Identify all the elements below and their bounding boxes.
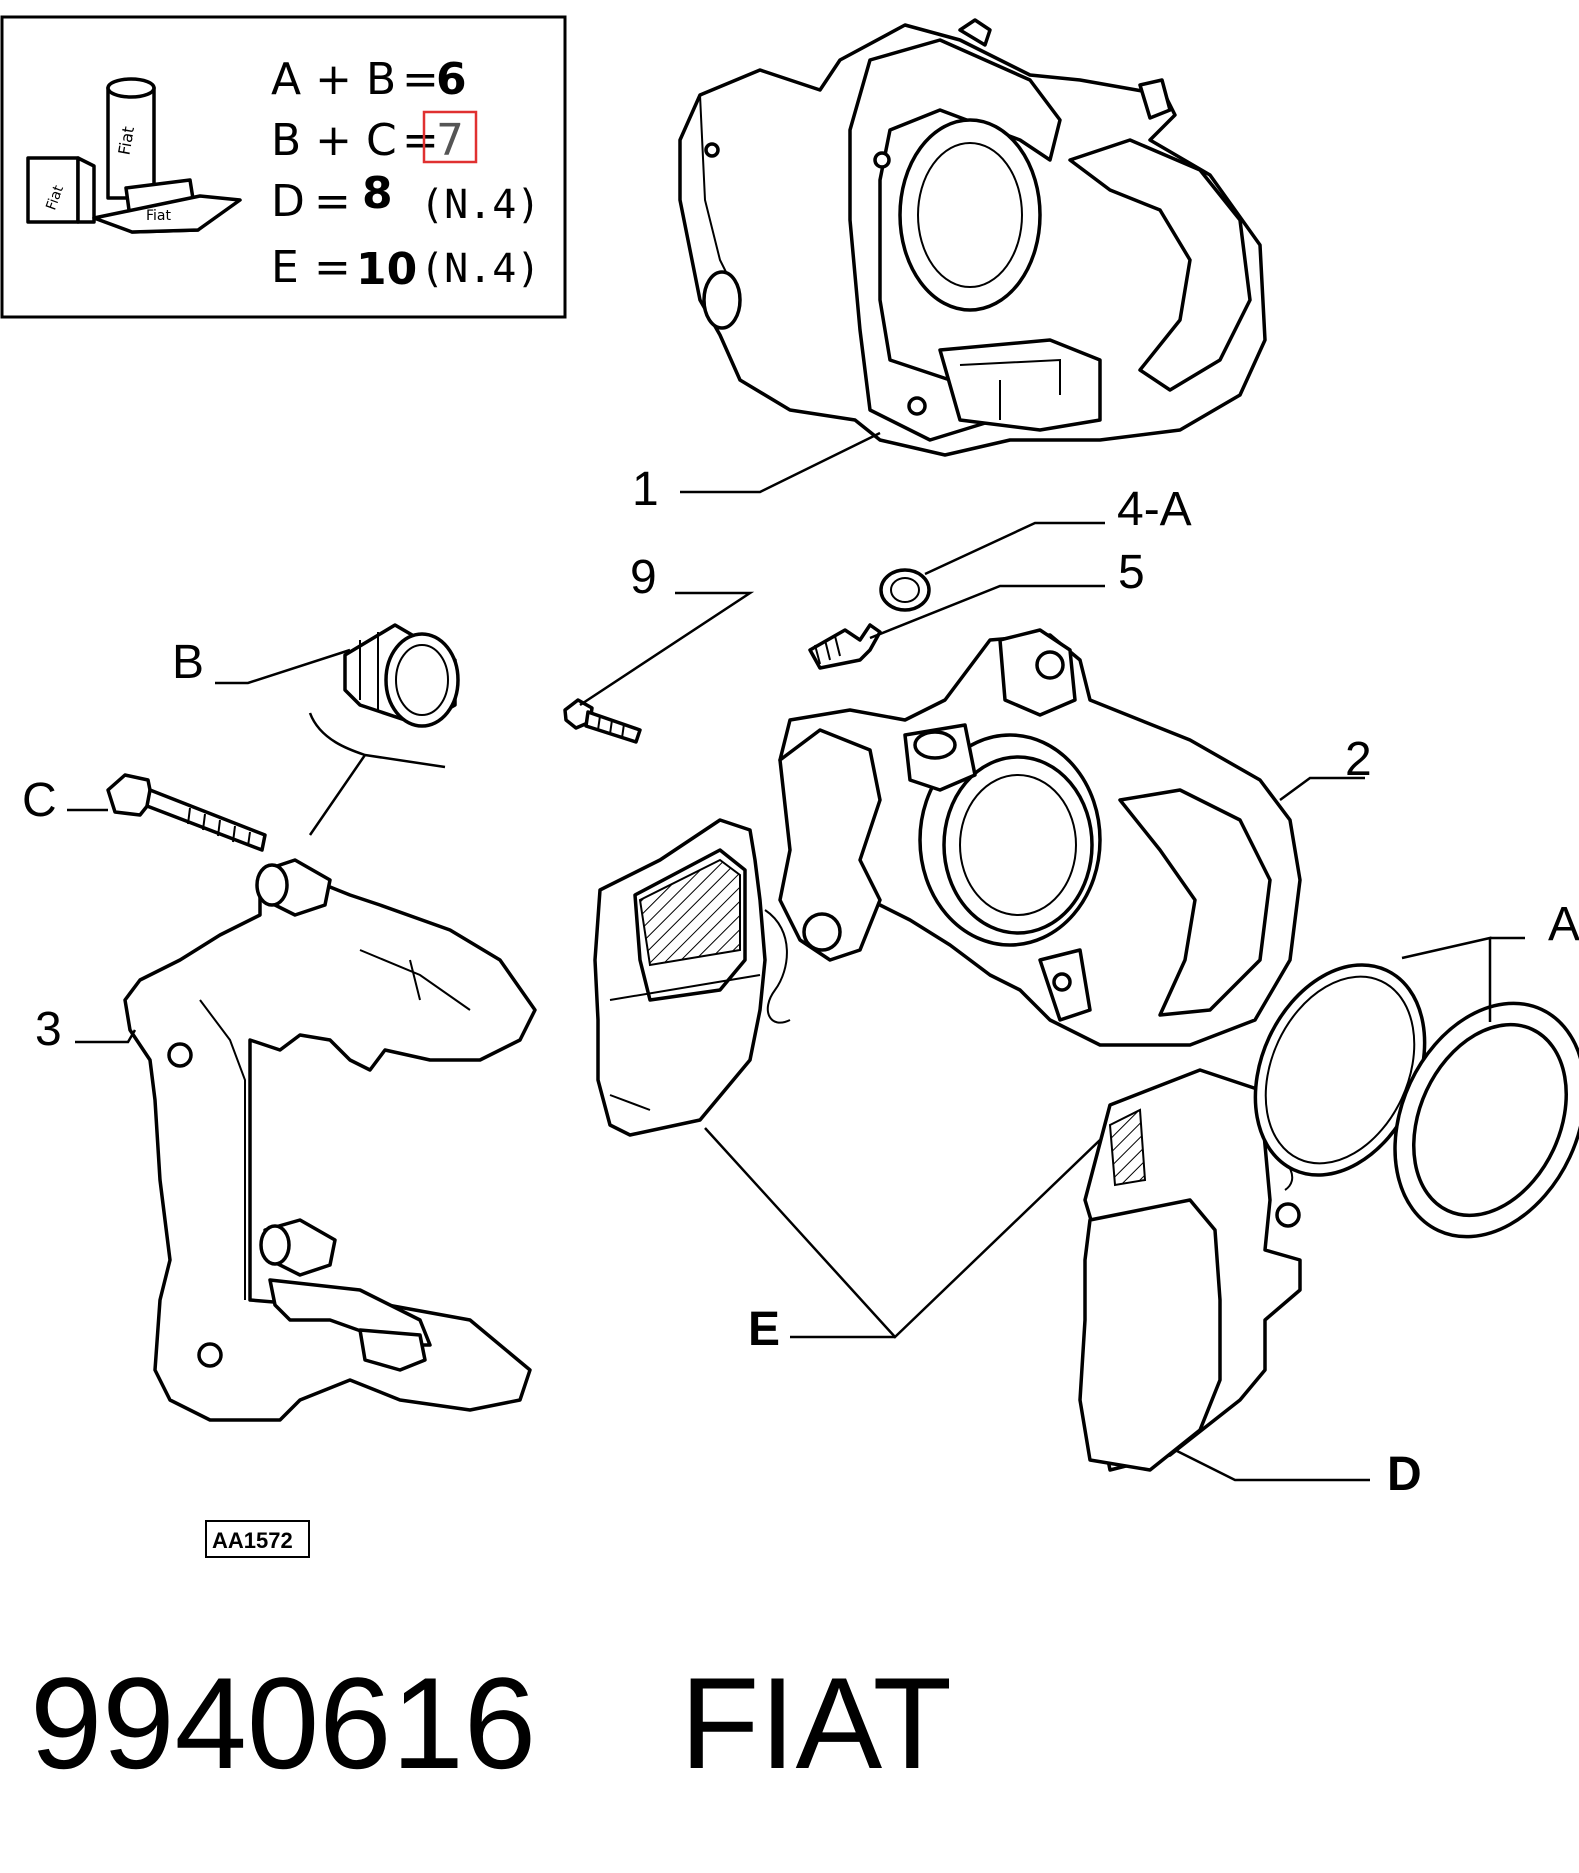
kit-icon-label-tube: Fiat (114, 125, 138, 156)
legend-row3-value: 8 (362, 168, 393, 219)
bushing-part-b (215, 623, 460, 836)
carrier-bracket-part-3 (75, 858, 537, 1422)
kit-icon-label-box: Fiat (146, 208, 172, 224)
legend-row3-eq: = (314, 176, 351, 227)
callout-2: 2 (1345, 733, 1372, 786)
brake-pads-part-e (593, 818, 1302, 1472)
bolt-part-9 (563, 591, 755, 744)
legend-row2-value: 7 (436, 115, 464, 166)
callout-e: E (748, 1303, 780, 1356)
drawing-code: AA1572 (212, 1528, 293, 1553)
bleed-screw-part-5 (808, 584, 1105, 670)
seals-part-a (1253, 936, 1579, 1239)
repair-kit-icon: Fiat Fiat Fiat (26, 77, 242, 234)
legend-row4-left: E (271, 242, 299, 293)
part-number: 9940616 (30, 1650, 536, 1796)
legend-row4-value: 10 (356, 244, 417, 295)
callout-1: 1 (632, 463, 659, 516)
legend-row1-left: A + B (271, 54, 396, 105)
highlight-box (422, 110, 478, 164)
callout-d: D (1387, 1448, 1422, 1501)
brake-pad-part-d (1174, 1448, 1370, 1482)
dust-cap-part-4a (879, 521, 1105, 612)
legend-row1-eq: = (402, 54, 439, 105)
caliper-assembly-part-1 (678, 18, 1267, 494)
callout-4a: 4-A (1117, 483, 1192, 536)
callout-9: 9 (630, 551, 657, 604)
callout-a: A (1548, 898, 1579, 951)
callout-3: 3 (35, 1003, 62, 1056)
legend-row2-left: B + C (271, 115, 397, 166)
guide-pin-part-c (67, 773, 267, 852)
legend-box: Fiat Fiat Fiat A + B = 6 B + C = 7 D = 8… (0, 15, 567, 319)
legend-row3-qty: (N.4) (420, 182, 540, 228)
brand-name: FIAT (680, 1650, 952, 1796)
legend-row1-value: 6 (436, 54, 467, 105)
caliper-body-part-2 (778, 628, 1365, 1047)
legend-row2-eq: = (402, 115, 439, 166)
callout-c: C (22, 774, 57, 827)
legend-row3-left: D (271, 176, 305, 227)
legend-row4-eq: = (314, 242, 351, 293)
legend-row4-qty: (N.4) (420, 246, 540, 292)
callout-b: B (172, 636, 204, 689)
drawing-code-box: AA1572 (205, 1520, 310, 1558)
callout-5: 5 (1118, 546, 1145, 599)
